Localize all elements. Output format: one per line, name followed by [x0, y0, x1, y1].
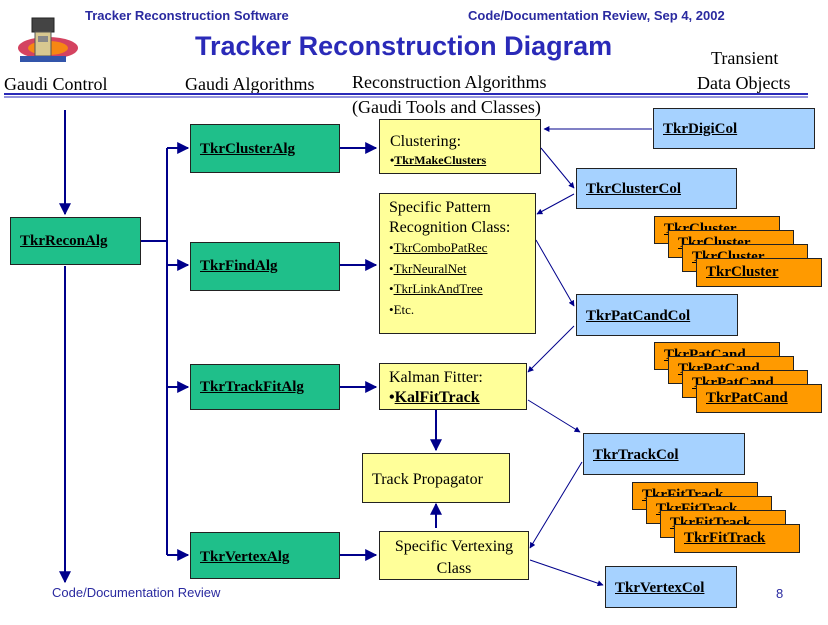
pattern-item: •TkrComboPatRec — [389, 240, 488, 255]
tkr-trackcol-label: TkrTrackCol — [593, 447, 679, 463]
tkr-clustercol-label: TkrClusterCol — [586, 181, 681, 197]
tkr-cluster-alg-box: TkrClusterAlg — [190, 124, 340, 173]
pattern-item: •TkrLinkAndTree — [389, 281, 483, 296]
column-recon-line2: (Gaudi Tools and Classes) — [352, 97, 541, 117]
tkr-cluster-object-label: TkrCluster — [706, 264, 779, 280]
tkr-cluster-alg-label: TkrClusterAlg — [200, 141, 295, 157]
kalman-item-label: KalFitTrack — [394, 389, 480, 406]
vertexing-box: Specific Vertexing Class — [379, 531, 529, 580]
tkr-digicol-label: TkrDigiCol — [663, 121, 738, 137]
tkr-vertexcol-box: TkrVertexCol — [605, 566, 737, 608]
pattern-item-label: TkrNeuralNet — [393, 261, 467, 276]
clustering-item-label: TkrMakeClusters — [394, 153, 487, 167]
footer-left: Code/Documentation Review — [52, 585, 221, 600]
satellite-logo-icon — [18, 17, 78, 62]
kalman-title: Kalman Fitter: — [389, 369, 483, 386]
page-number: 8 — [776, 586, 784, 601]
tkr-fittrack-object-label: TkrFitTrack — [684, 530, 766, 546]
tkr-cluster-object-box: TkrCluster — [696, 258, 822, 287]
pattern-item-label: TkrComboPatRec — [393, 240, 488, 255]
vertexing-line1: Specific Vertexing — [394, 538, 514, 555]
tkr-clustercol-box: TkrClusterCol — [576, 168, 737, 209]
header-left: Tracker Reconstruction Software — [85, 8, 289, 23]
tkr-vertex-alg-label: TkrVertexAlg — [200, 549, 290, 565]
tkr-patcand-object-box: TkrPatCand — [696, 384, 822, 413]
tkr-patcand-object-label: TkrPatCand — [706, 390, 788, 406]
tkr-trackfit-alg-box: TkrTrackFitAlg — [190, 364, 340, 410]
glast-logo — [8, 16, 80, 66]
column-gaudi-control: Gaudi Control — [4, 74, 108, 94]
page-title: Tracker Reconstruction Diagram — [195, 31, 613, 61]
tkr-digicol-box: TkrDigiCol — [653, 108, 815, 149]
tkr-vertex-alg-box: TkrVertexAlg — [190, 532, 340, 579]
pattern-item-label: Etc. — [393, 302, 415, 317]
tkr-find-alg-box: TkrFindAlg — [190, 242, 340, 291]
tkr-trackcol-box: TkrTrackCol — [583, 433, 745, 475]
kalman-item: •KalFitTrack — [389, 389, 480, 406]
pattern-item: •TkrNeuralNet — [389, 261, 467, 276]
column-gaudi-algorithms: Gaudi Algorithms — [185, 74, 315, 94]
pattern-title-line2: Recognition Class: — [389, 219, 511, 236]
column-transient-line2: Data Objects — [697, 73, 791, 93]
kalman-fitter-box: Kalman Fitter: •KalFitTrack — [379, 363, 527, 410]
pattern-recognition-box: Specific Pattern Recognition Class: •Tkr… — [379, 193, 536, 334]
tkr-recon-alg-box: TkrReconAlg — [10, 217, 141, 265]
tkr-vertexcol-label: TkrVertexCol — [615, 580, 705, 596]
tkr-trackfit-alg-label: TkrTrackFitAlg — [200, 379, 304, 395]
tkr-patcandcol-label: TkrPatCandCol — [586, 308, 691, 324]
track-propagator-box: Track Propagator — [362, 453, 510, 503]
tkr-patcandcol-box: TkrPatCandCol — [576, 294, 738, 336]
header-right: Code/Documentation Review, Sep 4, 2002 — [468, 8, 725, 23]
clustering-title: Clustering: — [390, 133, 462, 150]
pattern-item-label: TkrLinkAndTree — [393, 281, 483, 296]
column-transient-line1: Transient — [711, 48, 779, 68]
tkr-recon-alg-label: TkrReconAlg — [20, 233, 108, 249]
pattern-title-line1: Specific Pattern — [389, 199, 491, 216]
pattern-item: •Etc. — [389, 302, 415, 317]
clustering-box: Clustering: •TkrMakeClusters — [379, 119, 541, 174]
tkr-fittrack-object-box: TkrFitTrack — [674, 524, 800, 553]
clustering-item: •TkrMakeClusters — [390, 153, 487, 167]
tkr-find-alg-label: TkrFindAlg — [200, 258, 278, 274]
column-recon-line1: Reconstruction Algorithms — [352, 72, 547, 92]
track-propagator-label: Track Propagator — [372, 471, 483, 488]
vertexing-line2: Class — [436, 560, 472, 577]
